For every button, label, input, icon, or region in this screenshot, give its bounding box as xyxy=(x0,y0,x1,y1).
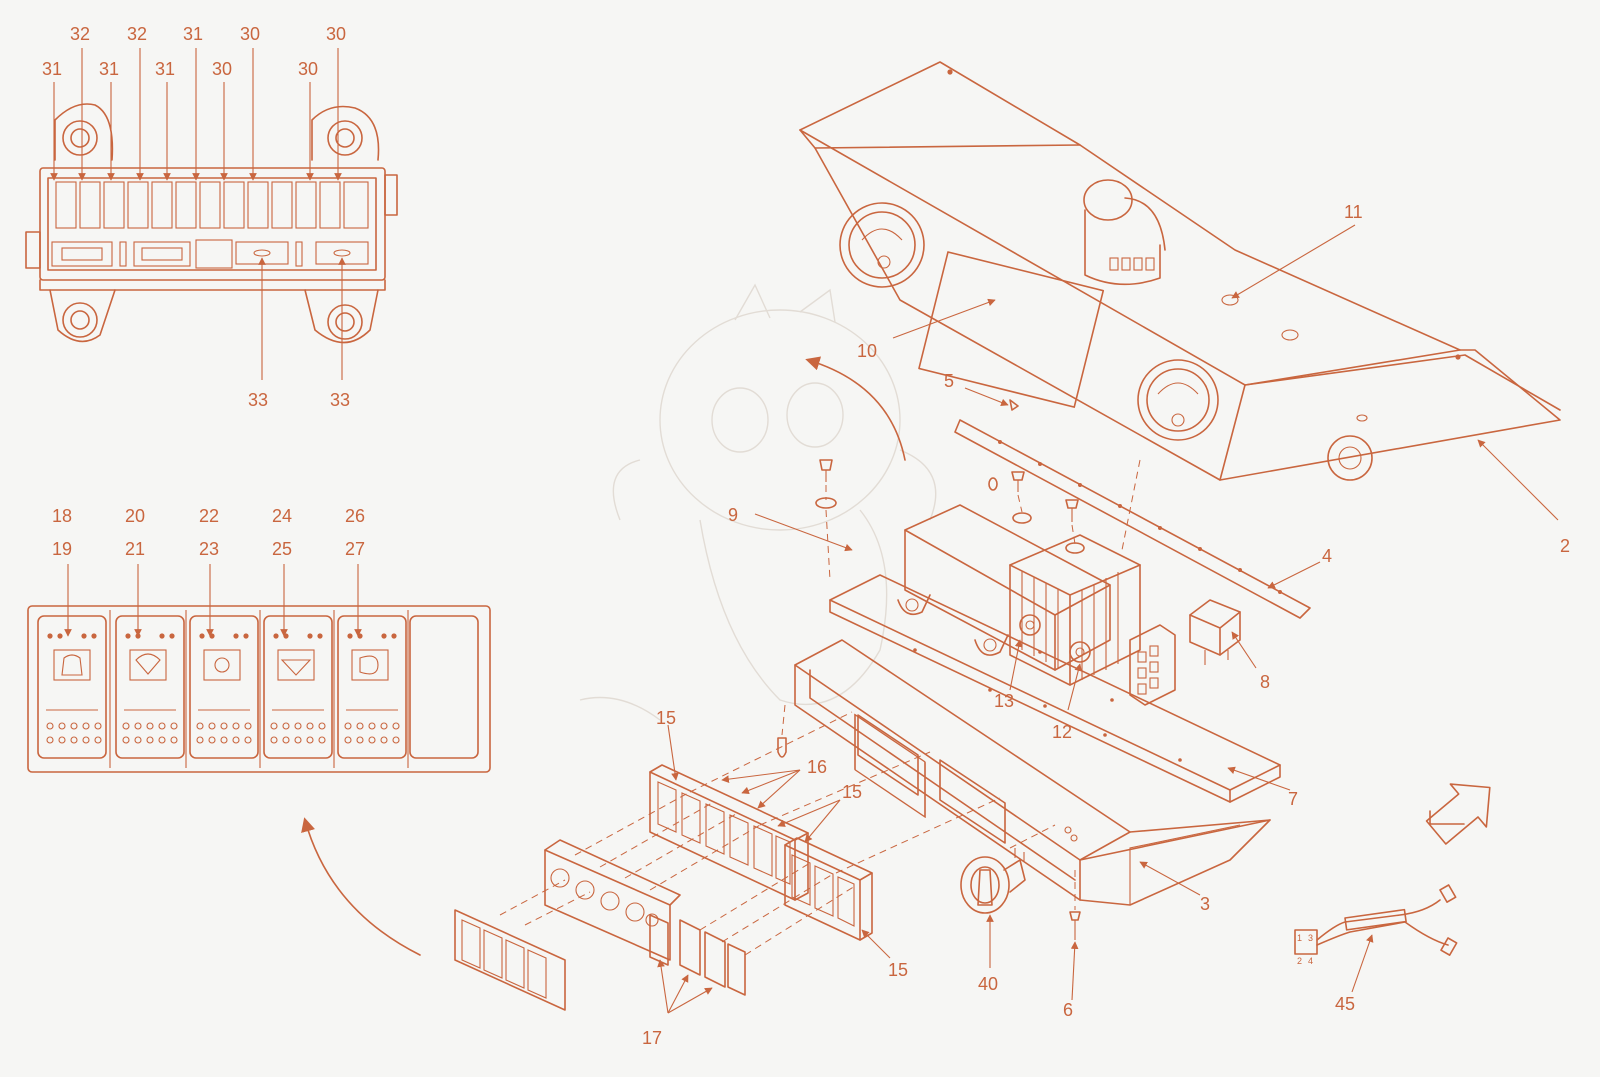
switch-bezel-large xyxy=(649,764,809,901)
label-15-a: 15 xyxy=(656,708,676,728)
label-15-c: 15 xyxy=(888,960,908,980)
watermark-mascot xyxy=(579,283,937,721)
lower-tray xyxy=(794,639,1271,906)
pin-1: 1 xyxy=(1297,933,1302,943)
label-6: 6 xyxy=(1063,1000,1073,1020)
label-13: 13 xyxy=(994,691,1014,711)
label-10: 10 xyxy=(857,341,877,361)
fasteners xyxy=(777,399,1085,940)
label-16: 16 xyxy=(807,757,827,777)
rotary-switch xyxy=(960,848,1026,914)
direction-arrow xyxy=(1425,783,1491,845)
bracket-rail xyxy=(954,419,1311,619)
label-7: 7 xyxy=(1288,789,1298,809)
label-32-a: 32 xyxy=(70,24,90,44)
curved-arrow-center xyxy=(805,356,906,461)
label-25: 25 xyxy=(272,539,292,559)
label-27: 27 xyxy=(345,539,365,559)
wiring-harness: 1 3 2 4 xyxy=(1294,884,1458,966)
label-31-a: 31 xyxy=(42,59,62,79)
fusebox-leaders xyxy=(50,48,346,380)
label-33-a: 33 xyxy=(248,390,268,410)
label-21: 21 xyxy=(125,539,145,559)
label-22: 22 xyxy=(199,506,219,526)
curved-arrow-left xyxy=(301,817,421,956)
label-23: 23 xyxy=(199,539,219,559)
label-33-b: 33 xyxy=(330,390,350,410)
switch-panel-leaders xyxy=(64,564,362,637)
label-31-c: 31 xyxy=(155,59,175,79)
label-3: 3 xyxy=(1200,894,1210,914)
label-30-a: 30 xyxy=(212,59,232,79)
switch-panel-labels: 18 19 20 21 22 23 24 25 26 27 xyxy=(52,506,365,559)
label-30-d: 30 xyxy=(326,24,346,44)
label-5: 5 xyxy=(944,371,954,391)
label-4: 4 xyxy=(1322,546,1332,566)
label-32-b: 32 xyxy=(127,24,147,44)
switch-bezel-small xyxy=(784,837,873,941)
pin-4: 4 xyxy=(1308,956,1313,966)
label-30-b: 30 xyxy=(240,24,260,44)
label-31-b: 31 xyxy=(99,59,119,79)
relay xyxy=(1189,599,1241,665)
switch-panel xyxy=(27,605,491,773)
switch-caps xyxy=(454,909,566,1011)
label-31-d: 31 xyxy=(183,24,203,44)
label-26: 26 xyxy=(345,506,365,526)
label-30-c: 30 xyxy=(298,59,318,79)
label-45: 45 xyxy=(1335,994,1355,1014)
label-24: 24 xyxy=(272,506,292,526)
label-19: 19 xyxy=(52,539,72,559)
assembly-labels: 11 10 5 9 2 4 8 13 12 15 16 15 7 3 15 40… xyxy=(642,202,1570,1048)
label-12: 12 xyxy=(1052,722,1072,742)
label-40: 40 xyxy=(978,974,998,994)
blank-plugs xyxy=(649,914,746,996)
label-20: 20 xyxy=(125,506,145,526)
pin-3: 3 xyxy=(1308,933,1313,943)
label-17: 17 xyxy=(642,1028,662,1048)
assembly-dashes xyxy=(499,459,1141,956)
assembly-leaders xyxy=(657,224,1559,1014)
base-plate xyxy=(829,574,1281,803)
fusebox-labels: 31 32 31 32 31 31 30 30 30 30 33 33 xyxy=(42,24,350,410)
label-15-b: 15 xyxy=(842,782,862,802)
rocker-switches xyxy=(544,839,681,961)
label-9: 9 xyxy=(728,505,738,525)
pin-2: 2 xyxy=(1297,956,1302,966)
fuse-box xyxy=(25,103,398,344)
label-2: 2 xyxy=(1560,536,1570,556)
dashboard-housing xyxy=(799,61,1561,481)
label-18: 18 xyxy=(52,506,72,526)
control-module xyxy=(897,504,1176,706)
label-11: 11 xyxy=(1344,202,1363,222)
label-8: 8 xyxy=(1260,672,1270,692)
